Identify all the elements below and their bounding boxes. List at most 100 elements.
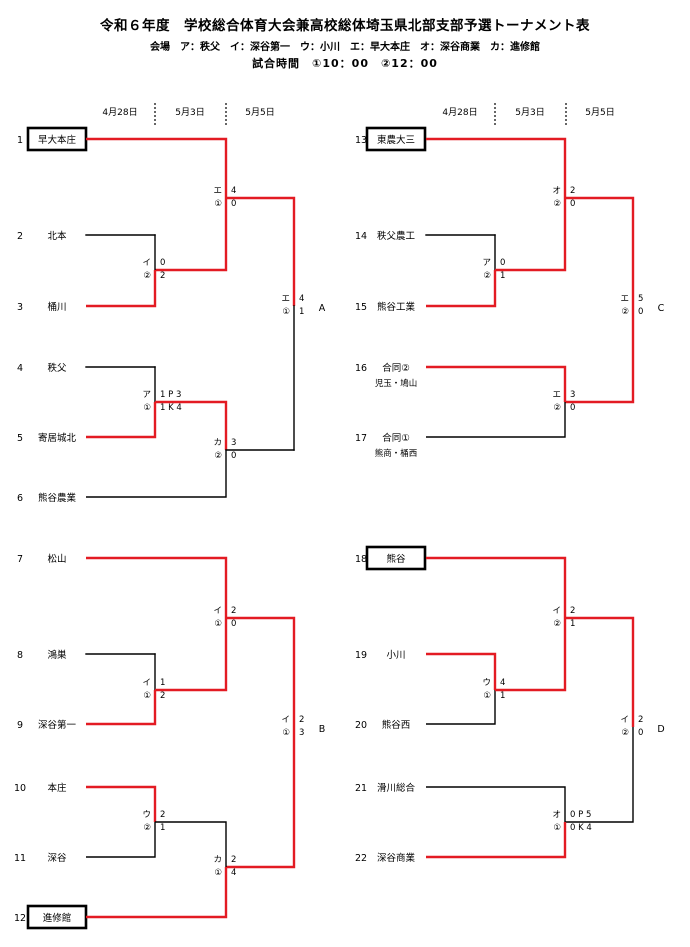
match-slot: ① [143, 403, 151, 413]
match-venue: イ [142, 258, 151, 268]
match-slot: ① [214, 199, 222, 209]
match-score-bottom: 0 [231, 619, 236, 629]
team-number: 11 [14, 853, 26, 864]
team-number: 15 [355, 302, 367, 313]
bracket-line [155, 821, 227, 867]
winner-line [86, 270, 157, 308]
team-number: 17 [355, 433, 367, 444]
team-number: 1 [17, 135, 23, 146]
team-number: 6 [17, 493, 23, 504]
team-number: 9 [17, 720, 23, 731]
bracket-line [426, 690, 496, 725]
team-number: 5 [17, 433, 23, 444]
match-venue: イ [620, 715, 629, 725]
team-number: 3 [17, 302, 23, 313]
block-label: A [319, 303, 326, 314]
winner-line [226, 196, 296, 306]
team-number: 22 [355, 853, 367, 864]
team-name: 熊谷 [386, 553, 406, 565]
match-slot: ② [553, 199, 561, 209]
team-name: 秩父農工 [377, 230, 416, 242]
winner-line [86, 402, 157, 439]
match-slot: ① [143, 691, 151, 701]
bracket-line [565, 727, 634, 823]
team-name: 松山 [47, 553, 66, 565]
match-score-bottom: 1 [570, 619, 575, 629]
winner-line [426, 270, 497, 308]
match-venue: カ [213, 438, 222, 448]
team-number: 19 [355, 650, 367, 661]
team-name: 東農大三 [377, 134, 415, 146]
match-slot: ② [621, 307, 629, 317]
match-score-bottom: 0 [570, 403, 575, 413]
winner-line [226, 727, 296, 869]
match-score-bottom: 1 [500, 691, 505, 701]
team-name: 早大本庄 [38, 134, 77, 146]
match-slot: ② [553, 403, 561, 413]
team-number: 20 [355, 720, 367, 731]
match-slot: ① [553, 823, 561, 833]
team-name: 小川 [386, 650, 405, 661]
winner-line [86, 785, 157, 822]
match-venue: エ [213, 186, 222, 196]
winner-line [495, 198, 567, 272]
match-score-top: 0 [500, 258, 505, 268]
match-score-bottom: 3 [299, 728, 304, 738]
match-score-bottom: 1 [299, 307, 304, 317]
winner-line [86, 137, 228, 198]
match-venue: エ [281, 294, 290, 304]
team-name: 深谷 [47, 853, 67, 864]
winner-line [155, 618, 228, 692]
match-score-bottom: 4 [231, 868, 236, 878]
match-score-top: 1 [160, 678, 165, 688]
winner-line [226, 616, 296, 727]
match-score-bottom: 0 [570, 199, 575, 209]
match-score-top: 4 [500, 678, 505, 688]
match-score-bottom: 1 [160, 823, 165, 833]
team-name: 合同① [382, 432, 410, 444]
match-score-bottom: 0 [231, 199, 236, 209]
team-name: 熊谷農業 [38, 492, 77, 504]
match-slot: ② [483, 271, 491, 281]
match-score-bottom: 1 K 4 [160, 403, 182, 413]
match-score-top: 4 [231, 186, 236, 196]
match-venue: イ [281, 715, 290, 725]
winner-line [426, 556, 567, 618]
match-score-top: 0 [160, 258, 165, 268]
match-venue: エ [552, 390, 561, 400]
date-label: 5月3日 [515, 107, 544, 118]
team-number: 12 [14, 913, 26, 924]
match-slot: ② [143, 271, 151, 281]
match-score-top: 3 [231, 438, 236, 448]
match-venue: ウ [482, 678, 491, 688]
winner-line [86, 556, 228, 618]
match-venue: イ [142, 678, 151, 688]
team-number: 10 [14, 783, 26, 794]
match-score-top: 2 [299, 715, 304, 725]
match-score-bottom: 0 [638, 307, 643, 317]
match-venue: イ [213, 606, 222, 616]
winner-line [426, 822, 567, 859]
match-score-top: 2 [570, 186, 575, 196]
date-label: 5月5日 [245, 107, 274, 118]
team-name: 滑川総合 [377, 782, 416, 794]
team-number: 13 [355, 135, 367, 146]
team-subname: 児玉・鳩山 [375, 378, 418, 389]
winner-line [155, 400, 228, 450]
team-number: 18 [355, 554, 367, 565]
match-slot: ② [621, 728, 629, 738]
match-score-top: 1 P 3 [160, 390, 181, 400]
match-venue: オ [552, 810, 561, 820]
team-name: 熊谷西 [382, 719, 411, 731]
team-number: 14 [355, 231, 367, 242]
match-slot: ② [214, 451, 222, 461]
bracket-line [86, 450, 227, 498]
match-score-top: 2 [638, 715, 643, 725]
team-number: 4 [17, 363, 23, 374]
venue-legend: 会場 ア：秩父 イ：深谷第一 ウ：小川 エ：早大本庄 オ：深谷商業 カ：進修館 [150, 42, 540, 53]
team-name: 進修館 [43, 912, 72, 924]
match-score-top: 4 [299, 294, 304, 304]
match-slot: ① [483, 691, 491, 701]
seed-box [365, 126, 427, 152]
